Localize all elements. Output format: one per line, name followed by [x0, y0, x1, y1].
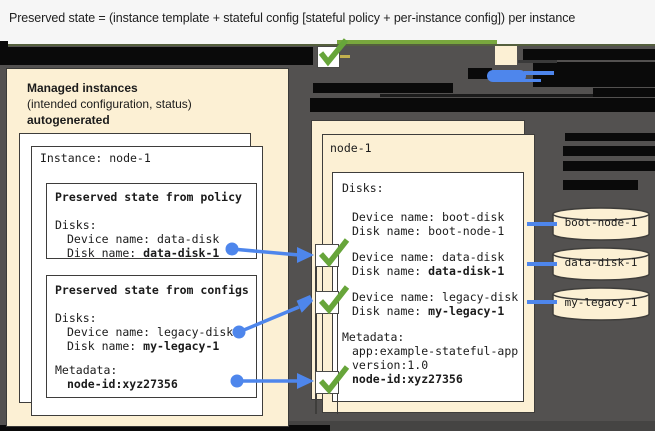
checkbox-legacy-disk — [315, 291, 339, 314]
disk-name-label: Disk name: — [352, 224, 429, 238]
configs-box-title: Preserved state from configs — [55, 283, 249, 297]
redaction-line — [380, 94, 593, 97]
device-name-label: Device name: — [352, 210, 443, 224]
vm-data-device-line: Device name: data-disk — [352, 250, 504, 264]
disk-name-value: my-legacy-1 — [428, 304, 505, 318]
device-name-value: legacy-disk — [442, 290, 519, 304]
policy-state-box — [46, 183, 257, 259]
disk-cylinder-icon — [552, 207, 650, 241]
disk-connector-line — [527, 300, 557, 304]
green-connector-bar — [337, 40, 497, 44]
disk-name-value: data-disk-1 — [428, 264, 505, 278]
policy-device-line: Device name: data-disk — [67, 232, 219, 246]
device-name-label: Device name: — [352, 250, 443, 264]
blue-line-fragment — [524, 71, 554, 75]
policy-disk-line: Disk name: data-disk-1 — [67, 246, 219, 260]
policy-node-box — [495, 46, 517, 65]
disk-connector-line — [527, 222, 557, 226]
disk-connector-line — [527, 262, 557, 266]
redaction-bar-bottom — [0, 425, 330, 431]
device-name-label: Device name: — [67, 232, 158, 246]
disk-label: my-legacy-1 — [564, 296, 638, 309]
disk-name-value: my-legacy-1 — [143, 339, 220, 353]
device-name-value: data-disk — [157, 232, 220, 246]
metadata-value: node-id:xyz27356 — [352, 372, 463, 386]
vm-data-disk-line: Disk name: data-disk-1 — [352, 264, 504, 278]
checkbox-connector — [336, 392, 338, 414]
vm-metadata-line2: version:1.0 — [352, 358, 429, 372]
configs-device-line: Device name: legacy-disk — [67, 325, 233, 339]
managed-panel-subtitle: (intended configuration, status) — [27, 97, 192, 111]
configs-metadata-value: node-id:xyz27356 — [67, 377, 178, 391]
redaction-bar — [563, 161, 655, 171]
vm-disks-heading: Disks: — [342, 181, 384, 195]
device-name-label: Device name: — [67, 325, 158, 339]
metadata-value: node-id:xyz27356 — [67, 377, 178, 391]
vm-metadata-line3: node-id:xyz27356 — [352, 372, 463, 386]
title-band — [0, 0, 655, 44]
blue-line-fragment — [509, 79, 541, 82]
disk-name-label: Disk name: — [352, 304, 429, 318]
managed-panel-subtitle2: autogenerated — [27, 113, 110, 127]
configs-box-title-text: Preserved state from configs — [55, 283, 249, 297]
bottom-strip — [287, 421, 655, 431]
vm-boot-device-line: Device name: boot-disk — [352, 210, 504, 224]
redaction-bar — [468, 68, 492, 79]
configs-state-box — [46, 275, 257, 398]
disk-name-label: Disk name: — [67, 246, 144, 260]
device-name-value: boot-disk — [442, 210, 505, 224]
page-title: Preserved state = (instance template + s… — [9, 11, 576, 25]
redaction-bar — [523, 49, 655, 60]
checkbox-data-disk — [315, 244, 339, 267]
vm-metadata-line1: app:example-stateful-app — [352, 344, 519, 358]
policy-disks-heading: Disks: — [55, 218, 97, 232]
vm-metadata-heading: Metadata: — [342, 330, 405, 344]
disk-cylinder-icon — [552, 287, 650, 321]
configs-disks-heading: Disks: — [55, 311, 97, 325]
checkbox-connector — [336, 265, 338, 292]
redaction-bar — [563, 180, 638, 190]
disk-name-value: boot-node-1 — [428, 224, 505, 238]
policy-box-title: Preserved state from policy — [55, 190, 242, 204]
disk-label: data-disk-1 — [564, 256, 638, 269]
redaction-bar — [565, 133, 655, 141]
redaction-bar — [593, 88, 655, 97]
redaction-bar — [313, 83, 453, 93]
checkbox-top — [317, 46, 340, 68]
checkbox-connector — [336, 312, 338, 371]
vm-card-title: node-1 — [330, 141, 372, 155]
vm-boot-disk-line: Disk name: boot-node-1 — [352, 224, 504, 238]
checkbox-connector — [315, 265, 317, 292]
policy-box-title-text: Preserved state from policy — [55, 190, 242, 204]
configs-metadata-heading: Metadata: — [55, 363, 118, 377]
device-name-label: Device name: — [352, 290, 443, 304]
vm-legacy-device-line: Device name: legacy-disk — [352, 290, 518, 304]
device-name-value: legacy-disk — [157, 325, 234, 339]
dark-dashes — [518, 60, 557, 63]
managed-panel-title: Managed instances — [27, 81, 138, 95]
configs-disk-line: Disk name: my-legacy-1 — [67, 339, 219, 353]
instance-card-title: Instance: node-1 — [40, 151, 151, 165]
disk-label: boot-node-1 — [564, 216, 638, 229]
disk-name-label: Disk name: — [67, 339, 144, 353]
checkbox-connector — [315, 392, 317, 414]
redaction-bar — [563, 146, 655, 156]
disk-name-value: data-disk-1 — [143, 246, 220, 260]
vm-state-box — [332, 172, 524, 402]
disk-name-label: Disk name: — [352, 264, 429, 278]
vm-legacy-disk-line: Disk name: my-legacy-1 — [352, 304, 504, 318]
checkbox-connector — [315, 312, 317, 371]
redaction-bar — [0, 47, 313, 65]
device-name-value: data-disk — [442, 250, 505, 264]
redaction-bar — [310, 98, 655, 112]
disk-cylinder-icon — [552, 247, 650, 281]
checkbox-metadata — [315, 371, 339, 394]
